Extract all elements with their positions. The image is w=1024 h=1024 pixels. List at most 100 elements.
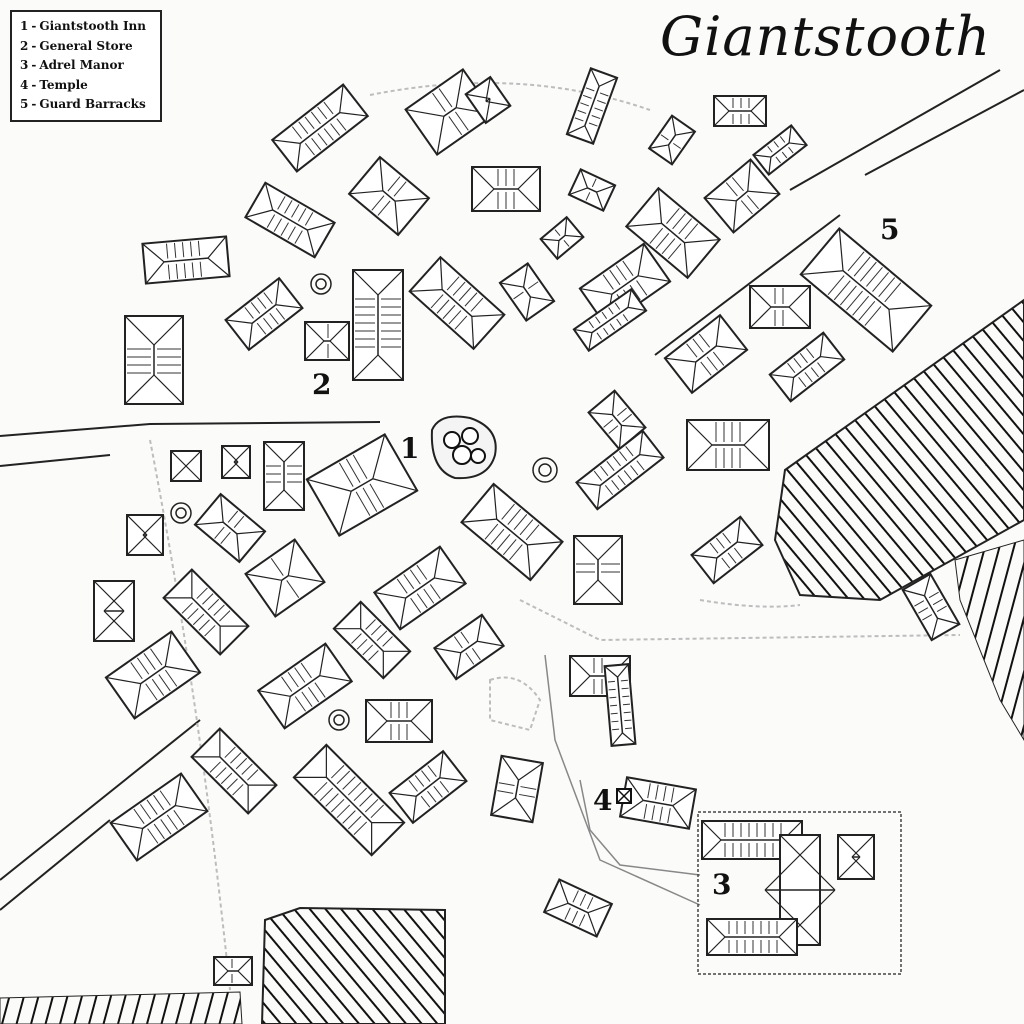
well-icon bbox=[170, 502, 192, 524]
building bbox=[489, 754, 545, 824]
street-edges bbox=[149, 82, 961, 991]
marker-store: 2 bbox=[312, 368, 332, 401]
building bbox=[706, 918, 798, 956]
building bbox=[498, 262, 556, 322]
legend-item: 3-Adrel Manor bbox=[20, 56, 152, 76]
wells bbox=[170, 273, 558, 731]
building bbox=[837, 834, 875, 880]
legend-label: Guard Barracks bbox=[39, 97, 146, 111]
building bbox=[799, 227, 933, 353]
southwest-field bbox=[0, 991, 243, 1024]
buildings bbox=[93, 67, 961, 986]
building bbox=[193, 492, 267, 564]
building bbox=[464, 75, 512, 125]
northeast-road-north-edge bbox=[789, 69, 1001, 191]
legend-number: 5 bbox=[20, 97, 29, 111]
building bbox=[388, 749, 468, 825]
building bbox=[347, 155, 431, 237]
building bbox=[690, 515, 764, 585]
legend-number: 2 bbox=[20, 38, 29, 53]
map-legend: 1-Giantstooth Inn 2-General Store 3-Adre… bbox=[10, 10, 162, 122]
building bbox=[647, 114, 697, 166]
well-icon bbox=[532, 457, 558, 483]
building bbox=[901, 572, 961, 642]
building bbox=[270, 83, 370, 173]
building bbox=[124, 315, 184, 405]
building bbox=[190, 727, 278, 815]
marker-manor: 3 bbox=[712, 868, 732, 901]
marker-barracks: 5 bbox=[880, 213, 900, 246]
fields bbox=[0, 298, 1024, 1024]
legend-label: Giantstooth Inn bbox=[39, 19, 147, 33]
manor-fence bbox=[697, 811, 902, 975]
central-grove-icon bbox=[430, 415, 497, 480]
legend-number: 4 bbox=[20, 77, 29, 92]
building bbox=[292, 743, 406, 857]
legend-item: 4-Temple bbox=[20, 76, 152, 96]
east-field bbox=[773, 298, 1024, 602]
west-road-south-edge bbox=[0, 454, 111, 467]
building bbox=[432, 613, 506, 681]
building bbox=[170, 450, 202, 482]
northeast-road-west-edge bbox=[654, 214, 841, 356]
building bbox=[126, 514, 164, 556]
southwest-road-north-edge bbox=[0, 719, 201, 881]
building bbox=[624, 186, 722, 280]
legend-separator: - bbox=[31, 19, 37, 33]
legend-label: Temple bbox=[39, 77, 88, 92]
building bbox=[263, 441, 305, 511]
building bbox=[408, 255, 506, 351]
building bbox=[372, 545, 468, 631]
building bbox=[93, 580, 135, 642]
well-icon bbox=[310, 273, 332, 295]
building bbox=[663, 313, 749, 395]
legend-separator: - bbox=[31, 77, 37, 92]
building bbox=[751, 123, 809, 177]
building bbox=[304, 321, 350, 361]
building bbox=[575, 429, 665, 511]
legend-item: 1-Giantstooth Inn bbox=[20, 17, 152, 37]
legend-separator: - bbox=[31, 97, 37, 111]
temple-lane-outer bbox=[544, 654, 701, 906]
legend-number: 3 bbox=[20, 58, 29, 72]
south-field bbox=[260, 906, 446, 1024]
building bbox=[243, 181, 337, 259]
building bbox=[542, 878, 614, 938]
building bbox=[256, 642, 354, 730]
building bbox=[713, 95, 767, 127]
building bbox=[768, 331, 846, 403]
legend-separator: - bbox=[31, 38, 37, 53]
building bbox=[365, 699, 433, 743]
marker-temple: 4 bbox=[593, 784, 613, 817]
building bbox=[703, 158, 781, 234]
temple-icon bbox=[616, 788, 632, 804]
temple-lane-inner bbox=[579, 779, 701, 876]
legend-number: 1 bbox=[20, 19, 29, 33]
building bbox=[109, 772, 209, 862]
far-east-field bbox=[954, 539, 1024, 741]
roads bbox=[0, 69, 1024, 911]
building bbox=[162, 568, 250, 656]
building bbox=[565, 67, 619, 145]
well-icon bbox=[328, 709, 350, 731]
building bbox=[224, 276, 304, 352]
building bbox=[332, 600, 412, 680]
building bbox=[572, 287, 648, 353]
legend-label: Adrel Manor bbox=[39, 58, 124, 72]
map-title: Giantstooth bbox=[660, 5, 991, 68]
building bbox=[244, 538, 326, 618]
building bbox=[603, 663, 637, 747]
building bbox=[104, 630, 202, 720]
building bbox=[305, 432, 419, 538]
legend-label: General Store bbox=[39, 38, 133, 53]
building bbox=[567, 167, 617, 213]
building bbox=[460, 482, 564, 582]
marker-inn: 1 bbox=[400, 432, 420, 465]
building bbox=[539, 215, 585, 261]
legend-item: 2-General Store bbox=[20, 37, 152, 57]
building bbox=[221, 445, 251, 479]
northeast-road-south-edge bbox=[864, 89, 1024, 176]
building bbox=[471, 166, 541, 212]
